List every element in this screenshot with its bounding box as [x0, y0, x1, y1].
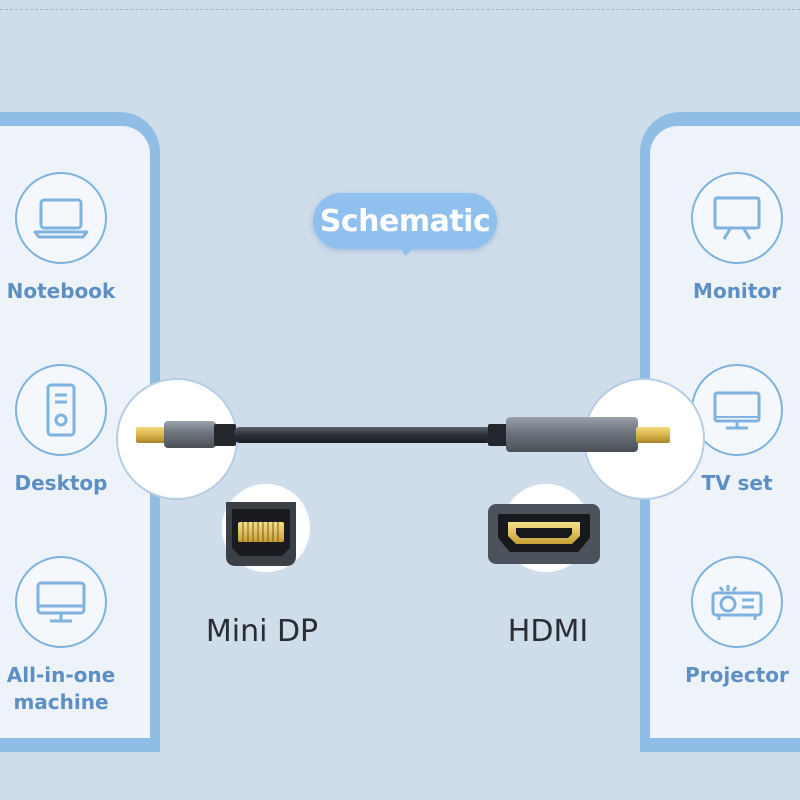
desktop-icon: [15, 364, 107, 456]
device-label: Projector: [685, 663, 789, 687]
title-badge-pointer: [398, 246, 414, 256]
device-label-line: machine: [13, 690, 109, 714]
device-label: Monitor: [693, 279, 781, 303]
device-label-line: All-in-one: [6, 663, 116, 687]
device-notebook: Notebook: [0, 172, 136, 305]
cable: [234, 427, 492, 443]
device-tv-set: TV set: [662, 364, 800, 497]
device-monitor: Monitor: [662, 172, 800, 305]
diagram-title: Schematic: [319, 203, 491, 239]
device-label: Notebook: [6, 279, 116, 303]
tv-icon: [691, 364, 783, 456]
hdmi-port-icon: [488, 504, 600, 564]
mini-dp-plug: [136, 421, 236, 448]
notebook-icon: [15, 172, 107, 264]
device-all-in-one: All-in-one machine: [0, 556, 136, 716]
device-projector: Projector: [662, 556, 800, 689]
device-desktop: Desktop: [0, 364, 136, 497]
all-in-one-icon: [15, 556, 107, 648]
hdmi-plug: [488, 417, 670, 452]
title-badge: Schematic: [313, 193, 497, 249]
device-label: All-in-one machine: [7, 662, 115, 716]
device-label: Desktop: [14, 471, 108, 495]
top-divider: [0, 9, 800, 10]
monitor-icon: [691, 172, 783, 264]
device-label: TV set: [701, 471, 773, 495]
projector-icon: [691, 556, 783, 648]
mini-dp-label: Mini DP: [205, 614, 319, 649]
mini-dp-port-icon: [226, 502, 296, 566]
hdmi-label: HDMI: [507, 614, 589, 649]
